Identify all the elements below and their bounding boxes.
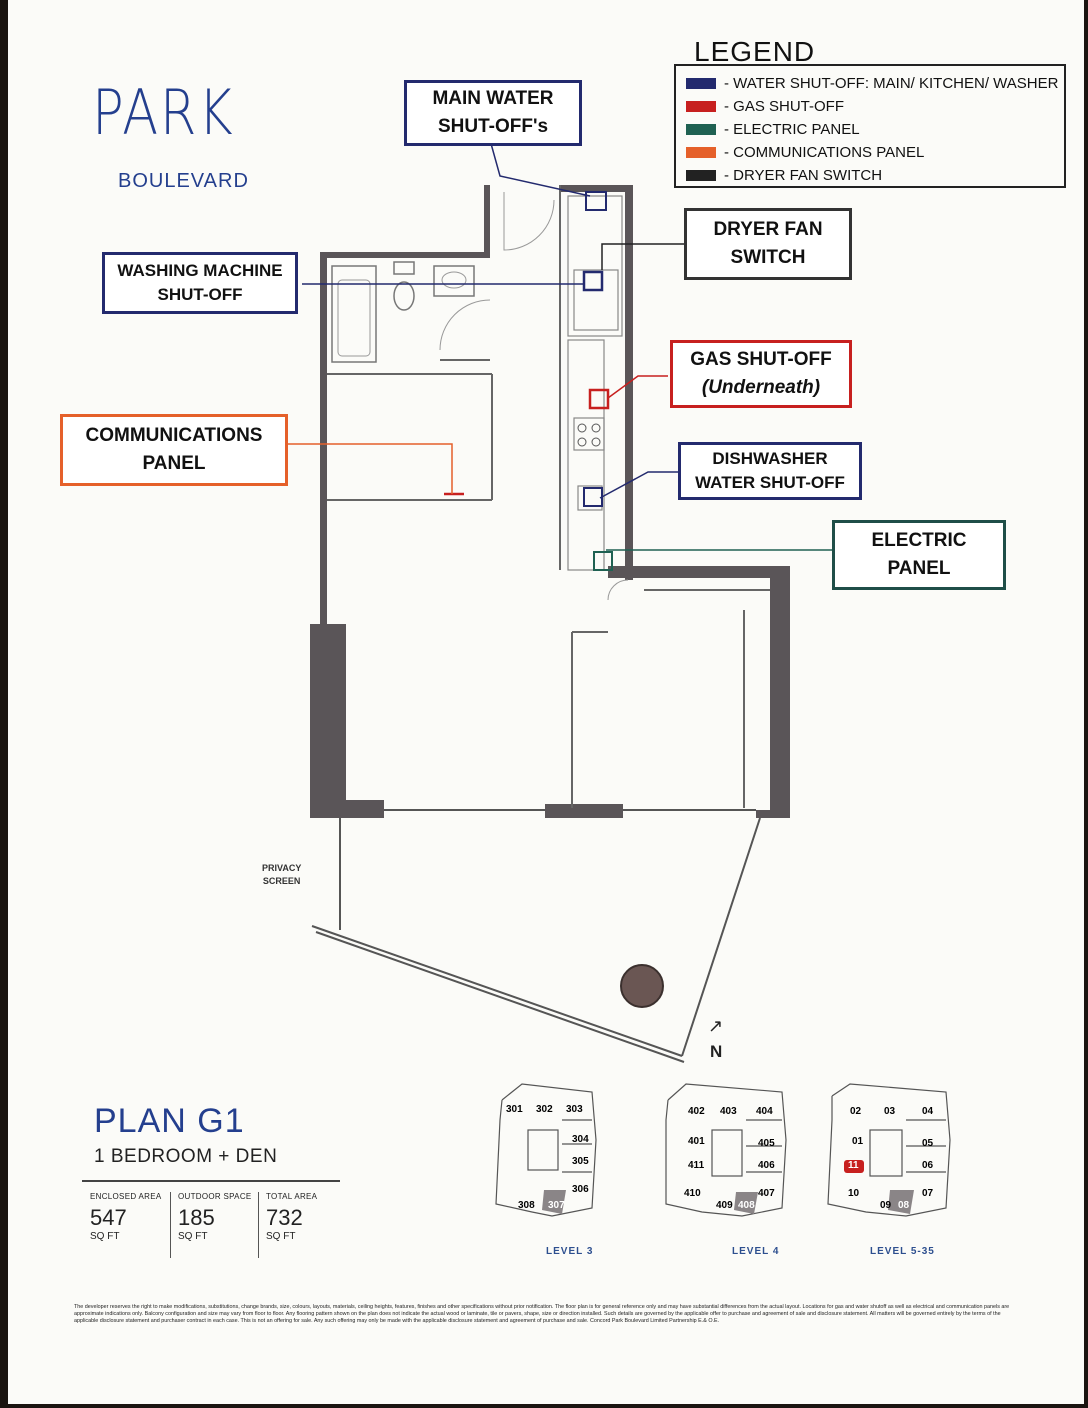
keyplan-level-5-35: 02 03 04 01 05 11 06 10 09 08 07 [826,1080,966,1220]
stat-outdoor: OUTDOOR SPACE 185 SQ FT [178,1192,252,1242]
water-swatch [686,78,716,89]
privacy-screen-label: PRIVACY SCREEN [262,863,302,886]
unit-406: 406 [758,1160,775,1171]
logo-park-text: PARK [92,76,235,149]
unit-409: 409 [716,1200,733,1211]
keyplan-level-5-label: LEVEL 5-35 [870,1246,935,1257]
unit-401: 401 [688,1136,705,1147]
keyplan-level-5-outline [827,1083,951,1217]
communications-swatch [686,147,716,158]
unit-405: 405 [758,1138,775,1149]
unit-06: 06 [922,1160,934,1171]
keyplan-level-3-label: LEVEL 3 [546,1246,594,1257]
unit-402: 402 [688,1106,705,1117]
dishwasher-water-callout: DISHWASHER WATER SHUT-OFF [678,442,862,500]
plan-title: PLAN G1 [94,1102,245,1140]
plan-subtitle: 1 BEDROOM + DEN [94,1146,278,1167]
dryer-fan-callout: DRYER FAN SWITCH [684,208,852,280]
gas-marker [588,388,610,410]
area-stats: ENCLOSED AREA 547 SQ FT OUTDOOR SPACE 18… [82,1180,340,1260]
electric-marker [593,551,613,571]
legal-disclaimer: The developer reserves the right to make… [74,1304,1010,1324]
legend-item: - COMMUNICATIONS PANEL [676,141,1064,164]
unit-411: 411 [688,1160,705,1171]
unit-05: 05 [922,1138,934,1149]
north-label: N [710,1042,723,1061]
unit-10: 10 [848,1188,860,1199]
electric-swatch [686,124,716,135]
keyplan-level-4-outline [665,1083,787,1217]
unit-04: 04 [922,1106,934,1117]
dryer-swatch [686,170,716,181]
legend-box: - WATER SHUT-OFF: MAIN/ KITCHEN/ WASHER … [674,64,1066,188]
logo-boulevard-text: BOULEVARD [118,170,249,192]
legend-item: - DRYER FAN SWITCH [676,164,1064,187]
unit-304: 304 [572,1134,589,1145]
keyplan-level-4-label: LEVEL 4 [732,1246,780,1257]
unit-407: 407 [758,1188,775,1199]
unit-07: 07 [922,1188,934,1199]
unit-11-highlight [844,1160,864,1173]
washer-water-marker [582,270,604,292]
unit-403: 403 [720,1106,737,1117]
unit-303: 303 [566,1104,583,1115]
interior-walls [327,185,770,808]
stat-total: TOTAL AREA 732 SQ FT [266,1192,318,1242]
unit-11: 11 [848,1160,859,1171]
legend-item: - ELECTRIC PANEL [676,118,1064,141]
communications-panel-callout: COMMUNICATIONS PANEL [60,414,288,486]
legend-title: LEGEND [694,36,816,67]
main-water-callout: MAIN WATER SHUT-OFF's [404,80,582,146]
north-arrow-icon: ↗ [708,1016,724,1036]
unit-02: 02 [850,1106,862,1117]
planter-icon [620,964,664,1008]
main-water-marker [585,191,607,211]
floor-plan-page: PARK BOULEVARD LEGEND - WATER SHUT-OFF: … [8,0,1084,1404]
dishwasher-water-marker [583,487,603,507]
unit-307: 307 [548,1200,565,1211]
balcony-outline [311,817,761,1063]
unit-301: 301 [506,1104,523,1115]
unit-308: 308 [518,1200,535,1211]
stat-enclosed: ENCLOSED AREA 547 SQ FT [90,1192,162,1242]
electric-panel-callout: ELECTRIC PANEL [832,520,1006,590]
unit-302: 302 [536,1104,553,1115]
legend-item: - WATER SHUT-OFF: MAIN/ KITCHEN/ WASHER [676,72,1064,95]
floor-plan-drawing [288,139,832,1063]
park-boulevard-logo: PARK BOULEVARD [92,78,292,198]
keyplan-level-3: 301 302 303 304 305 306 307 308 [492,1080,622,1220]
unit-08: 08 [898,1200,910,1211]
keyplan-level-4: 402 403 404 401 405 411 406 410 409 408 … [662,1080,802,1220]
unit-01: 01 [852,1136,864,1147]
unit-305: 305 [572,1156,589,1167]
unit-408: 408 [738,1200,755,1211]
unit-306: 306 [572,1184,589,1195]
unit-03: 03 [884,1106,896,1117]
washing-machine-callout: WASHING MACHINE SHUT-OFF [102,252,298,314]
legend-item: - GAS SHUT-OFF [676,95,1064,118]
gas-shut-off-callout: GAS SHUT-OFF (Underneath) [670,340,852,408]
keyplan-level-3-outline [495,1083,597,1217]
unit-410: 410 [684,1188,701,1199]
unit-09: 09 [880,1200,892,1211]
gas-swatch [686,101,716,112]
unit-404: 404 [756,1106,773,1117]
